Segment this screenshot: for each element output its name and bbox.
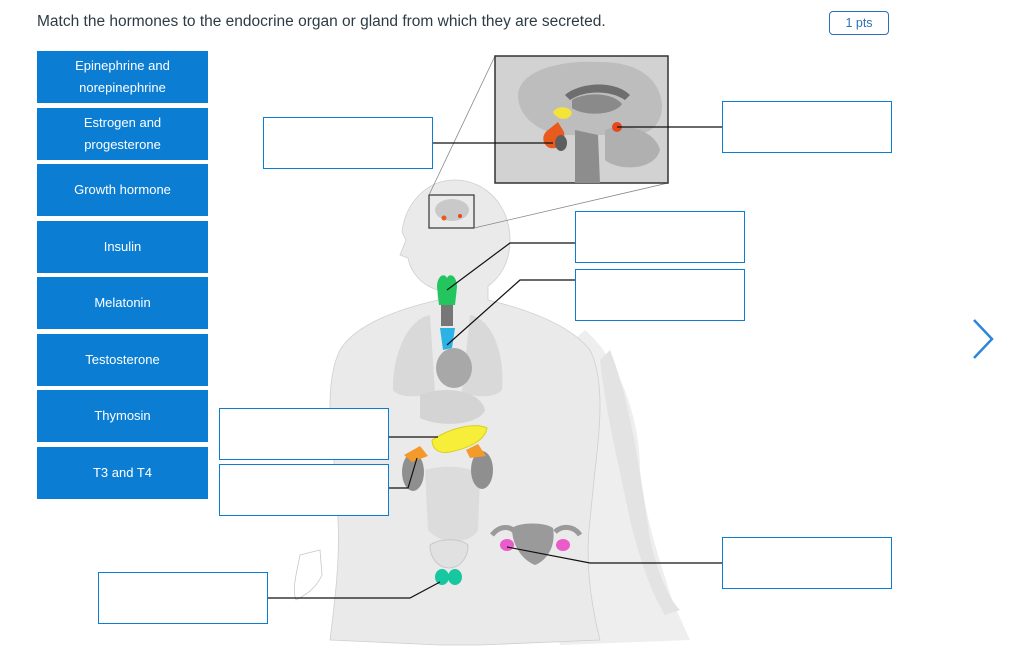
hypothalamus <box>553 107 572 119</box>
small-pituitary <box>441 215 447 221</box>
thyroid <box>437 275 457 305</box>
choice-thymosin[interactable]: Thymosin <box>37 390 208 442</box>
drop-target-thyroid[interactable] <box>575 211 745 263</box>
pituitary-posterior <box>555 135 567 151</box>
choice-epinephrine[interactable]: Epinephrine and norepinephrine <box>37 51 208 103</box>
small-pineal <box>458 214 462 218</box>
zoom-line-top <box>428 55 496 196</box>
drop-target-ovaries[interactable] <box>722 537 892 589</box>
zoom-line-bottom <box>473 182 669 229</box>
bladder <box>429 539 469 569</box>
choice-insulin[interactable]: Insulin <box>37 221 208 273</box>
drop-target-pituitary[interactable] <box>263 117 433 169</box>
head-zoom-box <box>428 194 475 229</box>
right-kidney <box>471 451 493 489</box>
thymus <box>440 328 455 350</box>
brainstem <box>575 130 600 183</box>
stomach <box>420 390 485 424</box>
drop-target-thymus[interactable] <box>575 269 745 321</box>
small-brain <box>435 199 469 221</box>
male-hand <box>293 549 323 601</box>
choice-t3-t4[interactable]: T3 and T4 <box>37 447 208 499</box>
uterus <box>512 523 554 565</box>
choice-growth-hormone[interactable]: Growth hormone <box>37 164 208 216</box>
left-testis <box>435 569 449 585</box>
female-arm <box>600 350 680 615</box>
left-ovary <box>500 539 514 551</box>
cerebellum <box>605 126 660 168</box>
intestine <box>425 466 480 542</box>
right-testis <box>448 569 462 585</box>
choice-estrogen[interactable]: Estrogen and progesterone <box>37 108 208 160</box>
question-text: Match the hormones to the endocrine orga… <box>37 13 606 30</box>
drop-target-testes[interactable] <box>98 572 268 624</box>
drop-target-pineal[interactable] <box>722 101 892 153</box>
right-lung <box>462 315 503 397</box>
heart <box>436 348 472 388</box>
fallopian-tubes <box>490 525 583 537</box>
right-ovary <box>556 539 570 551</box>
drop-target-pancreas[interactable] <box>219 408 389 460</box>
corpus-callosum <box>565 84 630 100</box>
drop-target-adrenal[interactable] <box>219 464 389 516</box>
left-adrenal <box>404 446 428 462</box>
thalamus <box>572 94 622 114</box>
choice-testosterone[interactable]: Testosterone <box>37 334 208 386</box>
choice-melatonin[interactable]: Melatonin <box>37 277 208 329</box>
chevron-right-icon <box>973 319 994 359</box>
pancreas <box>431 425 488 453</box>
right-adrenal <box>466 444 486 458</box>
left-lung <box>392 315 435 397</box>
next-question-button[interactable] <box>968 316 998 362</box>
points-badge: 1 pts <box>829 11 889 35</box>
